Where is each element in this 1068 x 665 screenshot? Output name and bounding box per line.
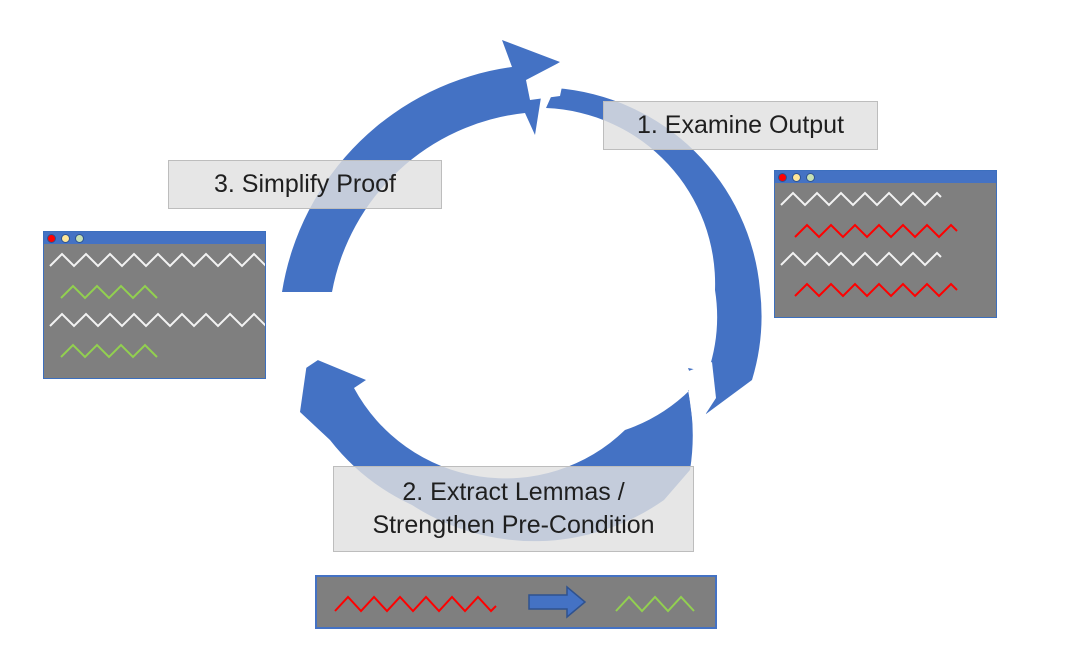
- step-3-box: 3. Simplify Proof: [168, 160, 442, 209]
- window-titlebar: [44, 232, 265, 244]
- transform-bar: [315, 575, 717, 629]
- step-2-box: 2. Extract Lemmas / Strengthen Pre-Condi…: [333, 466, 694, 552]
- step-2-label-line1: 2. Extract Lemmas /: [402, 477, 625, 506]
- output-window-right-icon: [774, 170, 997, 318]
- zigzag-white-line: [49, 252, 265, 268]
- step-1-box: 1. Examine Output: [603, 101, 878, 150]
- zigzag-red-line: [794, 223, 958, 239]
- window-right-lines: [780, 191, 958, 298]
- zigzag-green-line: [615, 595, 695, 613]
- zigzag-red-line: [334, 595, 497, 613]
- step-2-label-line2: Strengthen Pre-Condition: [372, 511, 655, 539]
- zigzag-white-line: [49, 312, 265, 328]
- output-window-left-icon: [43, 231, 266, 379]
- minimize-dot-icon: [61, 234, 70, 243]
- minimize-dot-icon: [792, 173, 801, 182]
- close-dot-icon: [47, 234, 56, 243]
- zigzag-red-line: [794, 282, 958, 298]
- window-left-lines: [49, 252, 265, 359]
- cycle-arrow-2: [546, 88, 762, 414]
- zigzag-white-line: [780, 191, 942, 207]
- step-3-label: 3. Simplify Proof: [213, 169, 396, 198]
- zigzag-green-line: [60, 343, 158, 359]
- step-1-label: 1. Examine Output: [636, 110, 845, 139]
- cycle-arrow-1: [282, 40, 560, 292]
- transform-bar-graphic: [334, 585, 695, 619]
- right-arrow-icon: [528, 585, 587, 619]
- close-dot-icon: [778, 173, 787, 182]
- maximize-dot-icon: [806, 173, 815, 182]
- zigzag-white-line: [780, 251, 942, 267]
- maximize-dot-icon: [75, 234, 84, 243]
- window-titlebar: [775, 171, 996, 183]
- zigzag-green-line: [60, 284, 158, 300]
